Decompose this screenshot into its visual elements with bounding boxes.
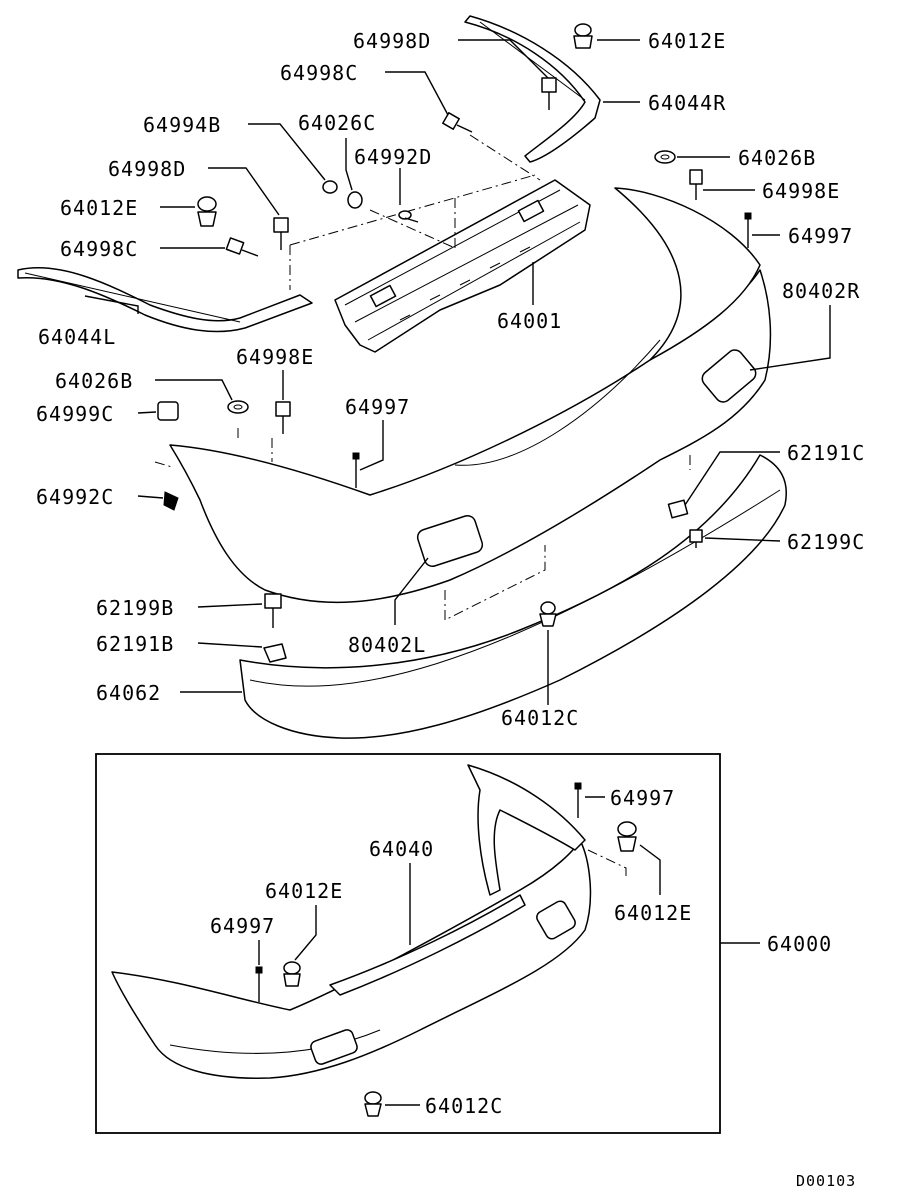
label-64997-box-left: 64997 bbox=[210, 914, 275, 938]
screw-64998E-left-icon bbox=[275, 401, 291, 434]
nut-62191C-icon bbox=[667, 499, 689, 519]
label-64998E-left: 64998E bbox=[236, 345, 314, 369]
pin-64997-right-icon bbox=[744, 212, 752, 248]
side-bracket-right bbox=[464, 15, 601, 163]
label-64998D-left: 64998D bbox=[108, 157, 186, 181]
nut-64026C-icon bbox=[347, 191, 363, 209]
pin-64997-box-right-icon bbox=[574, 782, 582, 818]
assembled-bumper bbox=[111, 764, 627, 1079]
label-64012E-left: 64012E bbox=[60, 196, 138, 220]
label-64998E-right: 64998E bbox=[762, 179, 840, 203]
clip-64012E-top-icon bbox=[573, 23, 593, 49]
label-80402L: 80402L bbox=[348, 633, 426, 657]
rivet-64992D-icon bbox=[398, 210, 419, 223]
label-64999C: 64999C bbox=[36, 402, 114, 426]
label-64012E-box-right: 64012E bbox=[614, 901, 692, 925]
label-80402R: 80402R bbox=[782, 279, 860, 303]
rear-bumper-lower-skirt bbox=[239, 454, 787, 739]
label-64997-box-right: 64997 bbox=[610, 786, 675, 810]
label-64040: 64040 bbox=[369, 837, 434, 861]
label-64997-right: 64997 bbox=[788, 224, 853, 248]
assembly-box bbox=[95, 753, 721, 1134]
label-64001: 64001 bbox=[497, 309, 562, 333]
clip-64012E-box-right-icon bbox=[617, 821, 637, 852]
label-64998C-top: 64998C bbox=[280, 61, 358, 85]
label-64012E-box-left: 64012E bbox=[265, 879, 343, 903]
clip-64012C-box-icon bbox=[364, 1091, 382, 1117]
label-64000: 64000 bbox=[767, 932, 832, 956]
washer-64026B-right-icon bbox=[654, 150, 676, 164]
bolt-62199B-icon bbox=[264, 593, 282, 628]
label-64012C-box: 64012C bbox=[425, 1094, 503, 1118]
label-64044R: 64044R bbox=[648, 91, 726, 115]
screw-64998D-left-icon bbox=[273, 217, 289, 250]
label-64062: 64062 bbox=[96, 681, 161, 705]
label-62191B: 62191B bbox=[96, 632, 174, 656]
label-64026B-left: 64026B bbox=[55, 369, 133, 393]
side-bracket-left bbox=[17, 266, 313, 333]
label-64998D-top: 64998D bbox=[353, 29, 431, 53]
nut-62191B-icon bbox=[263, 643, 287, 663]
clip-64012E-box-left-icon bbox=[283, 961, 301, 987]
label-64026B-right: 64026B bbox=[738, 146, 816, 170]
label-64997-mid: 64997 bbox=[345, 395, 410, 419]
label-62199B: 62199B bbox=[96, 596, 174, 620]
label-62199C: 62199C bbox=[787, 530, 865, 554]
rivet-64992C-icon bbox=[163, 491, 179, 511]
bolt-62199C-icon bbox=[689, 529, 703, 548]
clip-64012E-left-icon bbox=[197, 196, 217, 227]
pin-64997-box-left-icon bbox=[255, 966, 263, 1002]
nut-64994B-icon bbox=[322, 180, 338, 194]
label-64044L: 64044L bbox=[38, 325, 116, 349]
label-64992C: 64992C bbox=[36, 485, 114, 509]
label-62191C: 62191C bbox=[787, 441, 865, 465]
screw-64998E-right-icon bbox=[689, 169, 703, 200]
screw-64998D-top-icon bbox=[541, 77, 557, 110]
label-64012C: 64012C bbox=[501, 706, 579, 730]
screw-64998C-top-icon bbox=[442, 112, 473, 133]
screw-64998C-left-icon bbox=[225, 237, 259, 257]
washer-64026B-left-icon bbox=[227, 400, 249, 414]
label-64012E-top: 64012E bbox=[648, 29, 726, 53]
clip-64012C-icon bbox=[539, 601, 557, 627]
pin-64997-mid-icon bbox=[352, 452, 360, 488]
rear-bumper-face bbox=[169, 187, 772, 604]
label-64994B: 64994B bbox=[143, 113, 221, 137]
drawing-code: D00103 bbox=[796, 1172, 856, 1187]
label-64026C: 64026C bbox=[298, 111, 376, 135]
label-64998C-left: 64998C bbox=[60, 237, 138, 261]
label-64992D: 64992D bbox=[354, 145, 432, 169]
bumper-reinforcement bbox=[334, 179, 591, 353]
grommet-64999C-icon bbox=[157, 401, 179, 421]
